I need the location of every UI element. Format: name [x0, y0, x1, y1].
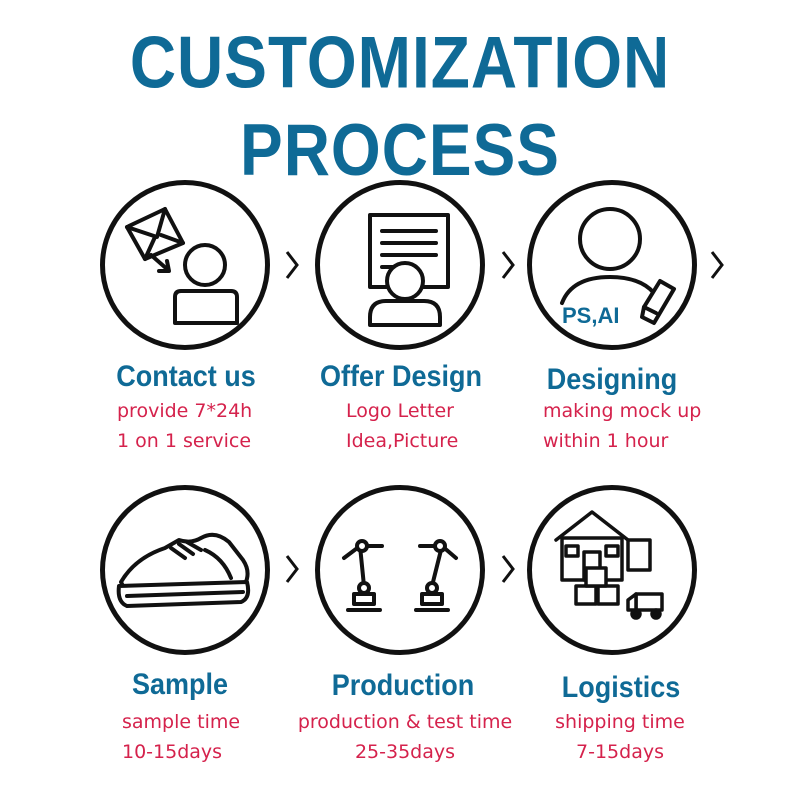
step-title-contact-us: Contact us — [116, 359, 256, 393]
step-desc-line: Logo Letter — [346, 400, 454, 422]
document-person-icon — [368, 213, 450, 327]
step-desc-line: 10-15days — [122, 741, 223, 763]
sneaker-icon — [116, 532, 251, 608]
step-desc-line: Idea,Picture — [346, 430, 459, 452]
step-desc-line: production & test time — [297, 711, 513, 733]
step-desc-line: making mock up — [543, 400, 702, 422]
logistics-circle — [527, 485, 697, 655]
contact-us-circle — [100, 180, 270, 350]
sample-circle — [100, 485, 270, 655]
step-desc-production: production & test time 25-35days — [270, 707, 540, 767]
step-desc-line: 25-35days — [354, 741, 456, 763]
offer-design-circle — [315, 180, 485, 350]
step-title-designing: Designing — [546, 362, 678, 396]
step-title-sample: Sample — [131, 667, 229, 701]
chevron-right-icon — [501, 555, 515, 583]
arrow-4 — [283, 552, 301, 586]
step-desc-designing: making mock up within 1 hour — [543, 396, 800, 456]
page-title: CUSTOMIZATION PROCESS — [129, 20, 671, 192]
step-title-offer-design: Offer Design — [319, 359, 483, 393]
step-desc-contact-us: provide 7*24h 1 on 1 service — [117, 396, 377, 456]
step-desc-line: 1 on 1 service — [117, 430, 252, 452]
step-desc-line: provide 7*24h — [117, 400, 253, 422]
warehouse-truck-icon — [554, 510, 664, 620]
step-title-production: Production — [331, 668, 475, 702]
designing-icon-text: PS,AI — [562, 303, 619, 328]
robot-arms-icon — [342, 539, 458, 612]
arrow-1 — [283, 248, 301, 282]
arrow-2 — [499, 248, 517, 282]
arrow-5 — [499, 552, 517, 586]
chevron-right-icon — [285, 555, 299, 583]
step-title-logistics: Logistics — [561, 670, 681, 704]
step-desc-line: 7-15days — [576, 741, 664, 763]
chevron-right-icon — [710, 251, 724, 279]
arrow-3 — [708, 248, 726, 282]
step-desc-line: sample time — [122, 711, 241, 733]
chevron-right-icon — [285, 251, 299, 279]
chevron-right-icon — [501, 251, 515, 279]
step-desc-line: within 1 hour — [543, 430, 669, 452]
step-desc-offer-design: Logo Letter Idea,Picture — [346, 396, 606, 456]
designing-circle: PS,AI — [527, 180, 697, 350]
envelope-person-icon — [125, 207, 239, 325]
production-circle — [315, 485, 485, 655]
step-desc-logistics: shipping time 7-15days — [500, 707, 740, 767]
step-desc-line: shipping time — [555, 711, 685, 733]
designer-pen-icon: PS,AI — [560, 207, 676, 328]
step-desc-sample: sample time 10-15days — [122, 707, 382, 767]
